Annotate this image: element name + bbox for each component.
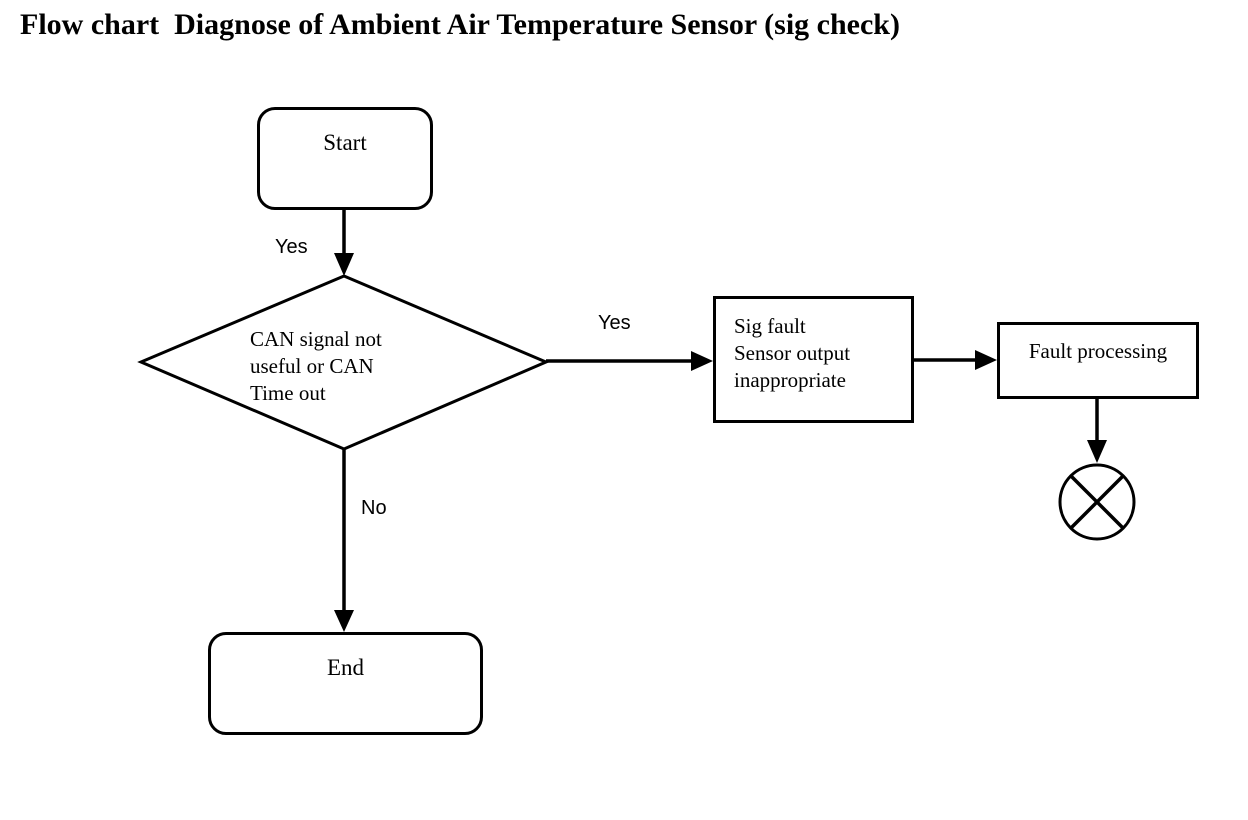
decision-text-line: Time out — [250, 381, 326, 405]
edge-label-no-decision-to-end: No — [361, 497, 387, 519]
circle-x-icon — [1058, 463, 1136, 541]
decision-text-line: CAN signal not — [250, 327, 382, 351]
edge-label-yes-start-to-decision: Yes — [275, 236, 308, 258]
decision-text-line: useful or CAN — [250, 354, 374, 378]
fault-processing-label: Fault processing — [1028, 339, 1168, 363]
start-node-label: Start — [323, 130, 367, 155]
sig-fault-line: Sensor output — [734, 341, 851, 365]
start-node: Start — [257, 107, 433, 210]
decision-node-text: CAN signal not useful or CAN Time out — [250, 326, 420, 407]
sig-fault-line: inappropriate — [734, 368, 846, 392]
end-node: End — [208, 632, 483, 735]
arrowhead-decision-to-end — [334, 610, 354, 632]
arrowhead-decision-to-sig-fault — [691, 351, 713, 371]
arrowhead-fault-processing-to-connector — [1087, 440, 1107, 463]
end-node-label: End — [326, 655, 365, 680]
sig-fault-line: Sig fault — [734, 314, 806, 338]
edge-label-yes-decision-to-sig-fault: Yes — [598, 312, 631, 334]
arrowhead-start-to-decision — [334, 253, 354, 276]
page-title: Flow chart Diagnose of Ambient Air Tempe… — [20, 8, 900, 41]
arrowhead-sig-fault-to-fault-processing — [975, 350, 997, 370]
sig-fault-node: Sig fault Sensor output inappropriate — [713, 296, 914, 423]
fault-processing-node: Fault processing — [997, 322, 1199, 399]
